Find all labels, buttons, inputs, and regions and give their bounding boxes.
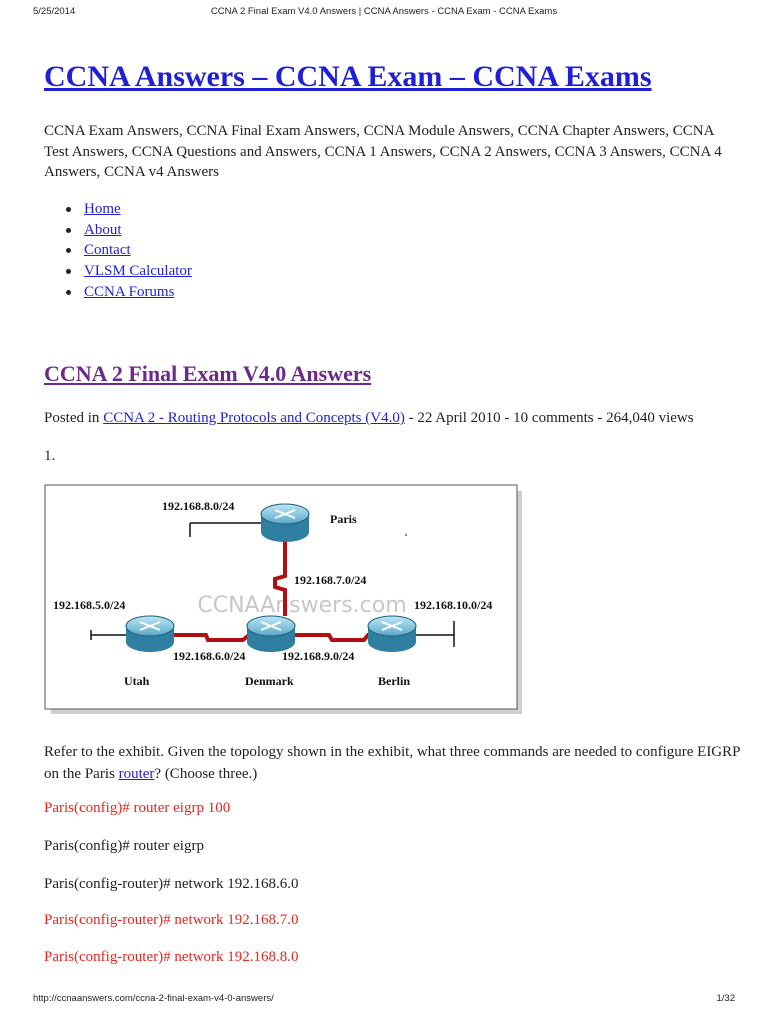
post-meta-suffix: - 22 April 2010 - 10 comments - 264,040 …: [404, 410, 694, 426]
nav-link-vlsm-calculator[interactable]: VLSM Calculator: [84, 263, 192, 280]
router-paris-icon: [260, 503, 310, 542]
print-page-title: CCNA 2 Final Exam V4.0 Answers | CCNA An…: [210, 6, 558, 17]
post-category-link[interactable]: CCNA 2 - Routing Protocols and Concepts …: [103, 410, 405, 426]
net-label-utah-denmark: 192.168.6.0/24: [173, 649, 245, 663]
answer-option-correct: Paris(config-router)# network 192.168.7.…: [44, 912, 299, 928]
nav-item-ccna-forums: CCNA Forums: [44, 282, 192, 303]
nav-item-about: About: [44, 220, 192, 241]
post-meta-prefix: Posted in: [44, 410, 104, 426]
router-utah-icon: [125, 615, 175, 652]
net-label-paris-lan: 192.168.8.0/24: [162, 499, 234, 513]
router-label-utah: Utah: [124, 674, 150, 688]
net-label-paris-denmark: 192.168.7.0/24: [294, 573, 366, 587]
print-page-number: 1/32: [716, 993, 736, 1004]
post-title-link[interactable]: CCNA 2 Final Exam V4.0 Answers: [44, 361, 372, 386]
net-label-utah-lan: 192.168.5.0/24: [53, 598, 125, 612]
router-label-paris: Paris: [330, 512, 357, 526]
nav-link-contact[interactable]: Contact: [84, 242, 131, 259]
site-title-link[interactable]: CCNA Answers – CCNA Exam – CCNA Exams: [44, 60, 652, 93]
nav-item-home: Home: [44, 199, 192, 220]
exhibit-watermark: CCNAAnswers.com: [197, 593, 406, 618]
nav-link-about[interactable]: About: [84, 221, 122, 238]
question-text: Refer to the exhibit. Given the topology…: [44, 741, 744, 785]
question-number: 1.: [44, 448, 56, 464]
net-label-berlin-lan: 192.168.10.0/24: [414, 598, 492, 612]
post-meta: Posted in CCNA 2 - Routing Protocols and…: [44, 410, 694, 427]
router-label-berlin: Berlin: [378, 674, 410, 688]
print-date: 5/25/2014: [33, 6, 76, 17]
nav-link-home[interactable]: Home: [84, 201, 121, 217]
main-nav: Home About Contact VLSM Calculator CCNA …: [44, 199, 192, 302]
question-text-end: ? (Choose three.): [154, 766, 258, 782]
router-berlin-icon: [367, 615, 417, 652]
router-link[interactable]: router: [118, 766, 155, 782]
net-label-denmark-berlin: 192.168.9.0/24: [282, 649, 354, 663]
network-topology-exhibit: CCNAAnswers.com 192.168: [44, 484, 522, 714]
answer-option-correct: Paris(config)# router eigrp 100: [44, 800, 231, 816]
nav-link-ccna-forums[interactable]: CCNA Forums: [84, 283, 175, 300]
answer-option-correct: Paris(config-router)# network 192.168.8.…: [44, 949, 299, 965]
post-title: CCNA 2 Final Exam V4.0 Answers: [44, 361, 371, 387]
router-label-denmark: Denmark: [245, 674, 294, 688]
site-description: CCNA Exam Answers, CCNA Final Exam Answe…: [44, 123, 722, 180]
nav-item-vlsm-calculator: VLSM Calculator: [44, 261, 192, 282]
nav-item-contact: Contact: [44, 240, 192, 261]
answer-option: Paris(config-router)# network 192.168.6.…: [44, 876, 299, 892]
question-text-start: Refer to the exhibit. Given the topology…: [44, 744, 740, 782]
answer-option: Paris(config)# router eigrp: [44, 838, 204, 854]
router-denmark-icon: [246, 615, 296, 652]
print-url: http://ccnaanswers.com/ccna-2-final-exam…: [33, 993, 274, 1004]
ethernet-links: [90, 522, 455, 647]
site-title: CCNA Answers – CCNA Exam – CCNA Exams: [44, 60, 652, 94]
